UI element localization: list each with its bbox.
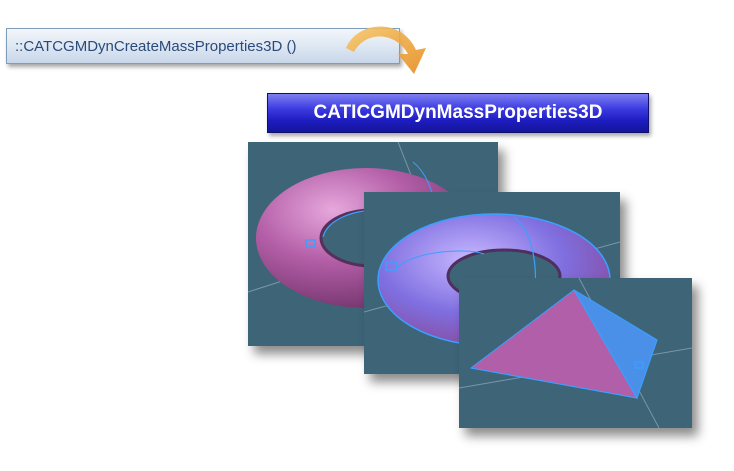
- interface-label-box: CATICGMDynMassProperties3D: [267, 93, 649, 133]
- interface-label: CATICGMDynMassProperties3D: [313, 102, 603, 123]
- tetrahedron-panel: [459, 278, 692, 428]
- tetrahedron-render: [459, 278, 692, 428]
- function-label: ::CATCGMDynCreateMassProperties3D (): [15, 37, 297, 55]
- curved-arrow-icon: [346, 26, 426, 74]
- function-label-box: ::CATCGMDynCreateMassProperties3D (): [6, 28, 400, 64]
